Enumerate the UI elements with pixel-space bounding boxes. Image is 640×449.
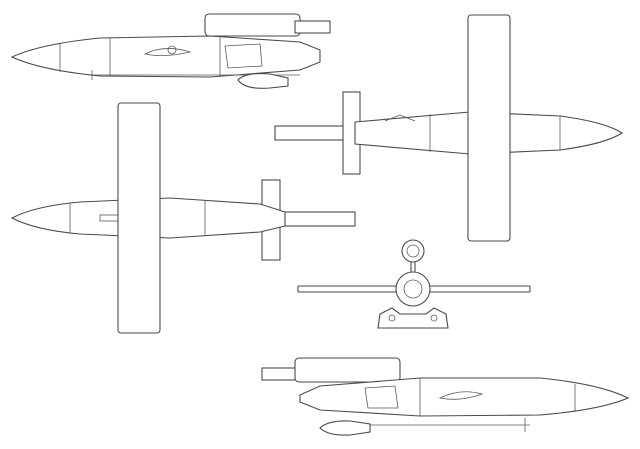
- fuselage-cross-section: [395, 271, 431, 307]
- nose-ring: [403, 279, 423, 299]
- pulse-jet-engine: [294, 357, 401, 383]
- engine-mount: [224, 43, 263, 69]
- front-view: [297, 239, 531, 329]
- pulse-jet-tailpipe: [294, 20, 331, 34]
- wing-section: [438, 391, 484, 400]
- fuselage: [10, 35, 321, 78]
- wing: [467, 14, 511, 242]
- compass-port: [167, 45, 177, 55]
- sled-hole: [388, 314, 396, 322]
- launch-piston: [319, 420, 371, 436]
- side-view-top-left: [10, 13, 331, 89]
- engine-mount: [364, 385, 399, 409]
- launch-sled-front: [377, 307, 449, 329]
- pulse-jet-intake: [401, 239, 425, 263]
- top-view-right: [274, 14, 624, 242]
- launch-piston: [237, 73, 289, 89]
- wing-section: [143, 48, 192, 56]
- wing: [117, 102, 161, 334]
- pulse-jet-tailpipe: [261, 367, 301, 381]
- pulse-jet-tailpipe: [274, 125, 351, 141]
- intake-inner-ring: [406, 244, 420, 258]
- pulse-jet-tailpipe: [279, 211, 356, 227]
- pulse-jet-engine: [204, 13, 301, 37]
- side-view-bottom-right: [261, 357, 630, 436]
- sled-hole: [430, 314, 438, 322]
- fuselage: [299, 377, 630, 417]
- engine-mount: [384, 114, 416, 122]
- bottom-view-left: [10, 102, 356, 334]
